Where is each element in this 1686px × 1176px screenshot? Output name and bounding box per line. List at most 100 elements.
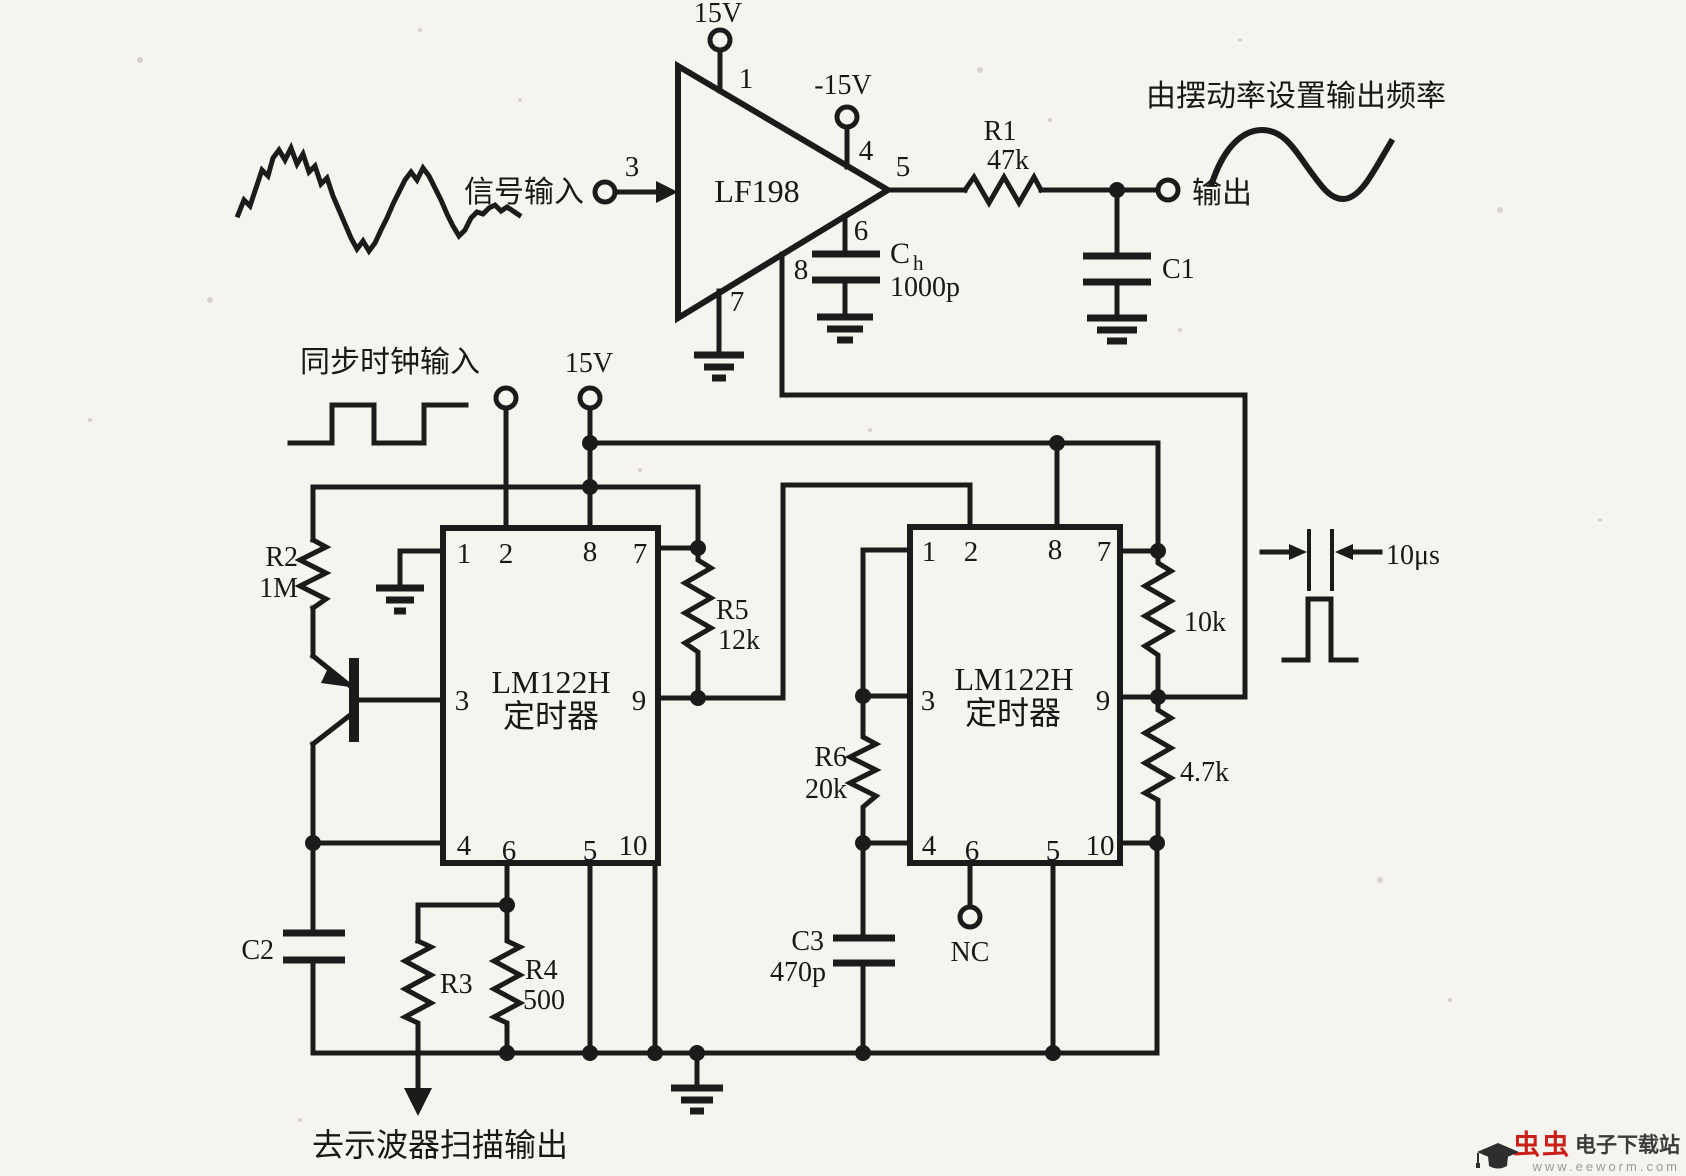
timer-left-block: LM122H 定时器 1 2 8 7 3 9 4 6 5 10 — [440, 525, 661, 867]
emitter-arrow-icon — [321, 668, 350, 687]
timer-right-block: LM122H 定时器 1 2 8 7 3 9 4 6 5 10 — [907, 524, 1123, 867]
ground-ch-icon — [817, 313, 873, 344]
vplus-label: 15V — [694, 0, 742, 29]
r10k-value: 10k — [1184, 607, 1226, 638]
timer-right-ic: LM122H — [954, 661, 1073, 697]
c3-label: C3 — [791, 926, 824, 957]
sweep-output-label: 去示波器扫描输出 — [312, 1127, 568, 1163]
pin4-label: 4 — [859, 135, 874, 167]
input-arrowhead-icon — [656, 181, 678, 203]
pulse-annotation: 10μs — [1259, 529, 1440, 663]
dim-arrow-left-icon — [1289, 544, 1307, 560]
timer-left-pin8: 8 — [583, 536, 598, 568]
lf198-label: LF198 — [714, 173, 799, 209]
wire-to-r3 — [415, 902, 510, 944]
timer-right-pin6: 6 — [965, 835, 980, 867]
resistor-r3 — [399, 937, 437, 1056]
timer-left-pin5: 5 — [583, 835, 598, 867]
timer-left-pin3: 3 — [455, 685, 470, 717]
watermark-site: 电子下载站 — [1575, 1134, 1680, 1158]
timer-right-bottom: NC — [951, 835, 1165, 1056]
wire-vcc-branch — [310, 484, 701, 551]
clock-terminal — [493, 385, 519, 411]
output-terminal — [1155, 177, 1181, 203]
nc-terminal — [957, 904, 983, 930]
junction-rail-pin5l — [582, 1045, 598, 1061]
ch-value: 1000p — [890, 272, 960, 303]
lf198-pin7-ground: 7 — [694, 286, 744, 382]
nc-label: NC — [951, 937, 990, 968]
ground-pin1l-icon — [376, 584, 424, 615]
pulse-waveform — [1281, 596, 1359, 663]
junction-rail-r4 — [499, 1045, 515, 1061]
graduation-cap-icon — [1476, 1143, 1519, 1169]
c1-label: C1 — [1162, 254, 1195, 285]
supply-15v-terminal — [577, 385, 603, 411]
timer-left-bottom-network: R3 R4 500 — [399, 860, 658, 1056]
ground-c1-icon — [1087, 314, 1147, 345]
watermark: 虫虫 电子下载站 www.eeworm.com — [1463, 1127, 1680, 1174]
c2-label: C2 — [241, 935, 274, 966]
resistor-r6 — [844, 693, 882, 846]
resistor-r1 — [961, 171, 1045, 209]
r4-value: 500 — [523, 985, 565, 1016]
sine-waveform — [1208, 126, 1396, 203]
r4-label: R4 — [525, 955, 558, 986]
watermark-url: www.eeworm.com — [1532, 1159, 1680, 1175]
ch-label-sub: h — [913, 251, 924, 275]
clock-input-label: 同步时钟输入 — [300, 346, 480, 379]
timer-left-pin7: 7 — [633, 538, 648, 570]
r5-value: 12k — [718, 625, 760, 656]
timer-right-pin5: 5 — [1046, 835, 1061, 867]
signal-input-terminal — [592, 179, 618, 205]
c3-value: 470p — [770, 957, 826, 988]
transistor-collector — [309, 712, 353, 748]
signal-input-section: 信号输入 3 — [234, 141, 678, 256]
resistor-10k — [1139, 548, 1177, 700]
vminus-terminal — [834, 104, 860, 130]
lf198-pin8-route: 8 — [779, 251, 1248, 700]
noisy-input-waveform — [234, 141, 523, 256]
ch-label: C — [890, 237, 910, 270]
dim-arrow-right-icon — [1335, 544, 1353, 560]
hold-cap-section: 6 C h 1000p — [812, 213, 960, 344]
bottom-rail: 去示波器扫描输出 — [310, 840, 1160, 1163]
pnp-transistor — [309, 652, 446, 748]
sweep-arrowhead-icon — [404, 1088, 432, 1116]
right-divider-branch: 10k 4.7k — [1117, 543, 1229, 846]
timer-left-pin4: 4 — [457, 830, 472, 862]
ground-pin7-icon — [694, 351, 744, 382]
pin6-label: 6 — [854, 215, 869, 247]
lf198-vplus-supply: 15V 1 — [694, 0, 753, 95]
vminus-label: -15V — [814, 70, 872, 101]
output-note-section: 由摆动率设置输出频率 — [1146, 80, 1446, 203]
wire-supply-rail — [587, 440, 1161, 554]
timer-right-pin2: 2 — [964, 536, 979, 568]
timer-left-pin9: 9 — [632, 685, 647, 717]
timer-right-role: 定时器 — [965, 695, 1061, 731]
wire-pin1r — [860, 547, 913, 699]
wire-pin8-to-timer — [779, 251, 1248, 700]
r6-label: R6 — [814, 742, 847, 773]
r5-branch: R5 12k — [655, 482, 973, 706]
ground-rail-icon — [671, 1084, 723, 1115]
supply-15v-label: 15V — [565, 348, 613, 379]
timer-left-pin6: 6 — [502, 835, 517, 867]
resistor-r4 — [488, 902, 526, 1056]
timer-right-pin1: 1 — [922, 536, 937, 568]
output-section: 5 R1 47k 输出 C1 — [885, 116, 1252, 345]
pulse-width-label: 10μs — [1386, 540, 1440, 571]
timer-left-pin10: 10 — [619, 830, 648, 862]
output-note-label: 由摆动率设置输出频率 — [1146, 80, 1446, 113]
r6-value: 20k — [805, 774, 847, 805]
resistor-4k7 — [1139, 694, 1177, 846]
timer-right-pin3: 3 — [921, 685, 936, 717]
wire-pin1l — [397, 548, 446, 589]
timer-right-pin7: 7 — [1097, 536, 1112, 568]
r5-label: R5 — [716, 595, 749, 626]
r3-label: R3 — [440, 969, 473, 1000]
vplus-terminal — [707, 27, 733, 53]
r2-value: 1M — [259, 573, 298, 604]
